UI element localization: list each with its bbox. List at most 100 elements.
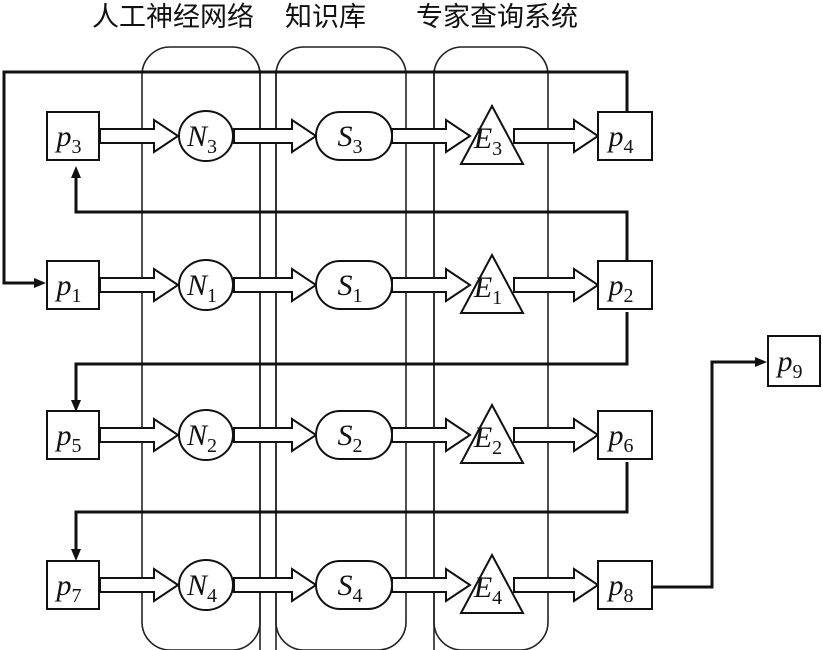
place-p6-label-subscript: 6 <box>624 435 634 457</box>
knowledge-S3-pill <box>315 111 393 161</box>
place-p6-box <box>597 410 653 460</box>
expert-E3-label-base: E <box>473 122 492 155</box>
place-p8-box <box>597 560 653 610</box>
arrow-N3-to-S3 <box>233 118 318 154</box>
knowledge-S1-label-base: S <box>338 269 353 302</box>
wire-p2-to-p3 <box>74 176 629 262</box>
wire-p2-to-p5 <box>74 312 629 404</box>
place-p8-label: p8 <box>607 569 634 607</box>
place-p3-label-subscript: 3 <box>72 136 82 158</box>
arrowhead-into-p5 <box>71 400 81 412</box>
arrow-S1-to-E1 <box>391 267 472 303</box>
knowledge-S2-pill <box>315 410 393 460</box>
place-p2-box <box>597 260 653 310</box>
arrow-S2-to-E2 <box>391 417 472 453</box>
column-title-neural-network: 人工神经网络 <box>92 2 254 33</box>
arrow-p7-to-N4 <box>99 567 180 603</box>
arrow-p5-to-N2 <box>99 417 180 453</box>
neuron-N2-label-subscript: 2 <box>207 435 217 457</box>
column-group-neural-network <box>141 46 261 650</box>
arrowhead-into-p9 <box>755 357 767 367</box>
arrow-N2-to-S2 <box>233 417 318 453</box>
place-p3-box <box>46 111 100 161</box>
knowledge-S4-pill <box>315 560 393 610</box>
neuron-N3-circle <box>178 110 234 162</box>
column-title-expert-system: 专家查询系统 <box>416 2 578 33</box>
arrow-p3-to-N3 <box>99 118 180 154</box>
place-p6-label-base: p <box>607 419 624 452</box>
place-p5-box <box>46 410 100 460</box>
arrow-E4-to-p8 <box>513 567 600 603</box>
place-p2-label-subscript: 2 <box>624 285 634 307</box>
place-p7-box <box>46 560 100 610</box>
knowledge-S2-label-subscript: 2 <box>353 435 363 457</box>
neuron-N4-label: N4 <box>186 569 217 607</box>
neuron-N3-label-subscript: 3 <box>207 136 217 158</box>
wire-p8-to-p9 <box>652 360 757 589</box>
place-p6-label: p6 <box>607 419 634 457</box>
place-p1-label: p1 <box>55 269 82 307</box>
knowledge-S2-label: S2 <box>338 419 363 457</box>
expert-E4-label: E4 <box>473 571 502 609</box>
knowledge-S3-label-subscript: 3 <box>353 136 363 158</box>
neuron-N3-label: N3 <box>186 120 217 158</box>
neuron-N1-label-subscript: 1 <box>207 285 217 307</box>
expert-E1-triangle <box>459 252 525 314</box>
place-p4-label: p4 <box>607 120 634 158</box>
place-p5-label-base: p <box>55 419 72 452</box>
arrow-N4-to-S4 <box>233 567 318 603</box>
place-p7-label-subscript: 7 <box>72 585 82 607</box>
arrow-S4-to-E4 <box>391 567 472 603</box>
expert-E1-label-subscript: 1 <box>492 287 502 309</box>
place-p9-box <box>767 335 821 387</box>
knowledge-S4-label-base: S <box>338 569 353 602</box>
place-p1-label-base: p <box>55 269 72 302</box>
neuron-N4-circle <box>178 559 234 611</box>
neuron-N2-label: N2 <box>186 419 217 457</box>
knowledge-S3-label: S3 <box>338 120 363 158</box>
neuron-N3-label-base: N <box>186 120 209 153</box>
place-p5-label: p5 <box>55 419 82 457</box>
place-p2-label-base: p <box>607 269 624 302</box>
knowledge-S4-label: S4 <box>338 569 363 607</box>
expert-E3-triangle <box>459 103 525 165</box>
place-p1-label-subscript: 1 <box>72 285 82 307</box>
place-p8-label-base: p <box>607 569 624 602</box>
arrow-S3-to-E3 <box>391 118 472 154</box>
place-p1-box <box>46 260 100 310</box>
arrow-N1-to-S1 <box>233 267 318 303</box>
place-p2-label: p2 <box>607 269 634 307</box>
knowledge-S3-label-base: S <box>338 120 353 153</box>
arrowhead-into-p1 <box>34 278 46 288</box>
flow-arrows <box>99 118 600 603</box>
expert-E2-triangle <box>459 402 525 464</box>
neuron-N2-label-base: N <box>186 419 209 452</box>
knowledge-S2-label-base: S <box>338 419 353 452</box>
place-p5-label-subscript: 5 <box>72 435 82 457</box>
wire-p6-to-p7 <box>74 462 629 553</box>
place-p4-label-base: p <box>607 120 624 153</box>
neuron-N1-label-base: N <box>186 269 209 302</box>
place-p7-label-base: p <box>55 569 72 602</box>
arrow-E2-to-p6 <box>513 417 600 453</box>
place-p8-label-subscript: 8 <box>624 585 634 607</box>
knowledge-S1-pill <box>315 260 393 310</box>
arrow-p1-to-N1 <box>99 267 180 303</box>
expert-E2-label-base: E <box>473 421 492 454</box>
neuron-N2-circle <box>178 409 234 461</box>
place-p4-label-subscript: 4 <box>624 136 634 158</box>
expert-E2-label-subscript: 2 <box>492 437 502 459</box>
expert-E3-label: E3 <box>473 122 502 160</box>
place-p4-box <box>597 111 653 161</box>
column-title-knowledge-base: 知识库 <box>285 2 366 33</box>
place-p7-label: p7 <box>55 569 82 607</box>
place-p3-label-base: p <box>55 120 72 153</box>
knowledge-S4-label-subscript: 4 <box>353 585 363 607</box>
place-p9-label-subscript: 9 <box>793 361 803 383</box>
arrow-E3-to-p4 <box>513 118 600 154</box>
place-p3-label: p3 <box>55 120 82 158</box>
neuron-N4-label-subscript: 4 <box>207 585 217 607</box>
place-p9-label-base: p <box>776 345 793 378</box>
